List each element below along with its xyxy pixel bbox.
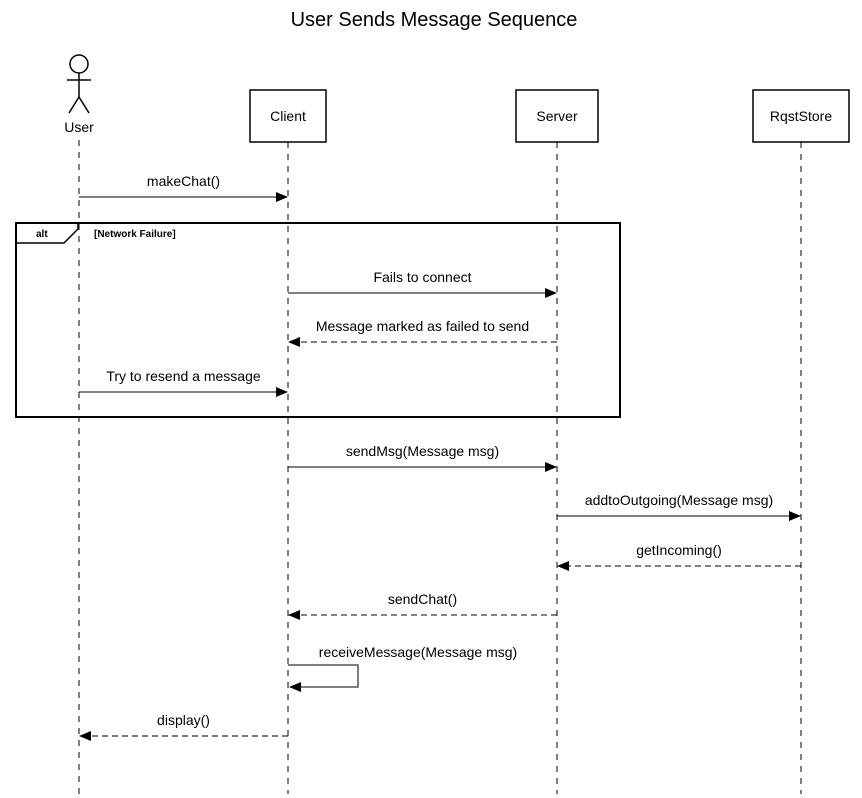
participant-rqststore: RqstStore [752, 89, 850, 143]
message-3: Message marked as failed to send [288, 318, 557, 347]
message-label: getIncoming() [636, 542, 722, 558]
message-label: makeChat() [147, 173, 220, 189]
lifelines-layer [78, 140, 802, 794]
actor-label: User [64, 119, 94, 135]
message-4: Try to resend a message [79, 368, 288, 397]
fragment-frame [15, 222, 621, 418]
message-5: sendMsg(Message msg) [288, 443, 557, 472]
participant-box [752, 89, 850, 143]
message-1: makeChat() [79, 173, 288, 202]
message-8: sendChat() [288, 591, 557, 620]
actor-right-leg [78, 96, 90, 114]
message-10: display() [79, 712, 288, 741]
actor-left-leg [68, 96, 80, 114]
participant-label: RqstStore [770, 108, 832, 124]
actor-head [69, 54, 89, 74]
fragment-tab [16, 223, 79, 244]
self-message-arrow [288, 664, 359, 692]
message-2: Fails to connect [288, 269, 557, 298]
participant-box [515, 89, 599, 143]
participant-box [249, 89, 327, 143]
fragment-operator: alt [36, 229, 48, 240]
participant-label: Client [270, 108, 306, 124]
message-label: display() [157, 712, 210, 728]
message-label: sendMsg(Message msg) [346, 443, 499, 459]
participant-server: Server [515, 89, 599, 143]
message-6: addtoOutgoing(Message msg) [557, 492, 801, 521]
alt-fragment: alt [Network Failure] [15, 222, 621, 418]
message-label: Fails to connect [373, 269, 471, 285]
message-label: receiveMessage(Message msg) [319, 644, 517, 660]
participants-layer: User Client Server RqstStore [64, 54, 850, 143]
actor-user: User [64, 54, 94, 135]
message-label: Message marked as failed to send [316, 318, 529, 334]
message-9: receiveMessage(Message msg) [288, 644, 517, 692]
participant-client: Client [249, 89, 327, 143]
diagram-title: User Sends Message Sequence [291, 9, 578, 31]
message-7: getIncoming() [557, 542, 801, 571]
message-label: Try to resend a message [106, 368, 261, 384]
message-label: sendChat() [388, 591, 457, 607]
participant-label: Server [536, 108, 578, 124]
message-label: addtoOutgoing(Message msg) [585, 492, 773, 508]
fragment-guard: [Network Failure] [94, 229, 176, 240]
